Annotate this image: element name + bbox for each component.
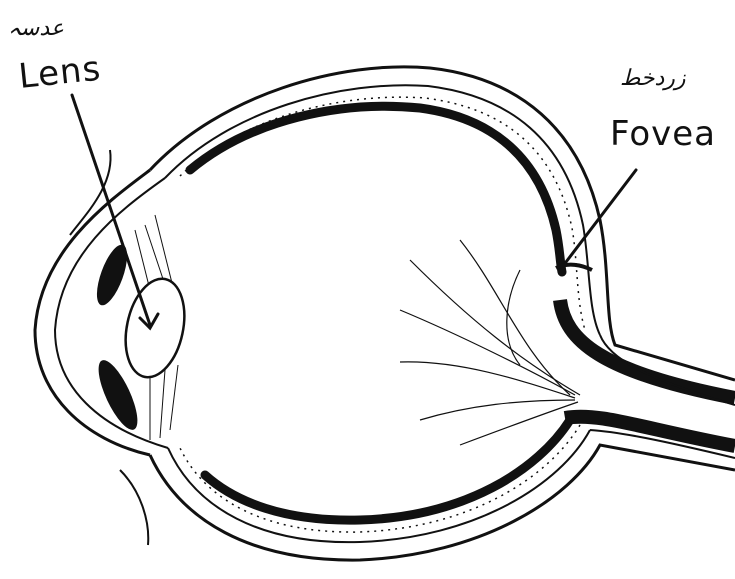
lens-urdu-label: عدسہ bbox=[8, 16, 64, 41]
sclera-inner-bottom bbox=[168, 430, 590, 542]
vessel bbox=[420, 400, 575, 420]
fovea-label: Fovea bbox=[610, 114, 716, 154]
ligament bbox=[145, 225, 165, 285]
lens-label: Lens bbox=[17, 49, 103, 97]
optic-nerve-band-bottom bbox=[565, 417, 735, 446]
ligament bbox=[170, 365, 178, 430]
retina-bottom bbox=[205, 420, 570, 520]
fovea-urdu-label: زردخط bbox=[620, 66, 686, 91]
iris-top bbox=[91, 241, 134, 309]
blood-vessels bbox=[400, 240, 580, 445]
vessel bbox=[400, 310, 575, 395]
optic-nerve bbox=[560, 300, 735, 458]
retina bbox=[190, 106, 570, 520]
choroid-top bbox=[180, 97, 585, 330]
sclera-inner bbox=[165, 85, 600, 335]
ligament bbox=[160, 370, 165, 438]
lower-eyelid bbox=[120, 470, 148, 545]
vessel bbox=[400, 362, 575, 398]
lens-shape bbox=[117, 273, 193, 382]
optic-nerve-band-top bbox=[560, 300, 735, 398]
fovea-pointer bbox=[566, 170, 636, 262]
vessel bbox=[410, 260, 580, 395]
ligament bbox=[135, 230, 150, 290]
sclera-outer-bottom bbox=[150, 445, 735, 560]
retina-top bbox=[190, 106, 562, 272]
vessel bbox=[460, 240, 570, 395]
